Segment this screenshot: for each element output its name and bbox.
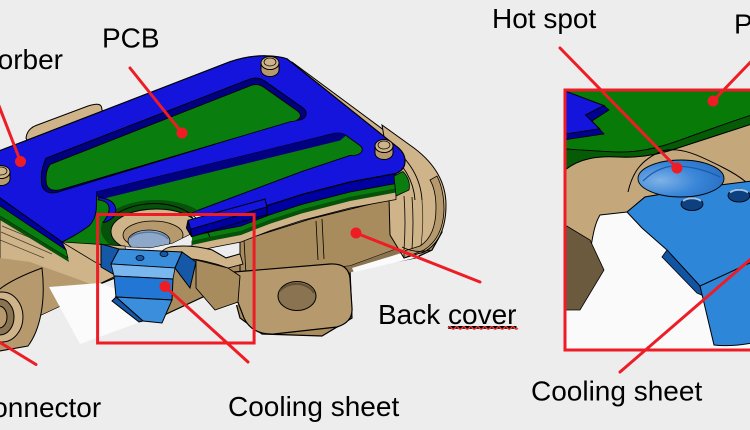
svg-text:Back cover: Back cover (378, 299, 517, 330)
svg-text:PCB: PCB (102, 23, 160, 54)
svg-text:Absorber: Absorber (0, 44, 63, 75)
svg-text:Connector: Connector (0, 392, 101, 423)
svg-text:Hot spot: Hot spot (492, 3, 596, 34)
svg-text:PCB: PCB (734, 9, 750, 40)
svg-text:Cooling sheet: Cooling sheet (228, 391, 399, 422)
svg-text:Cooling sheet: Cooling sheet (531, 376, 702, 407)
